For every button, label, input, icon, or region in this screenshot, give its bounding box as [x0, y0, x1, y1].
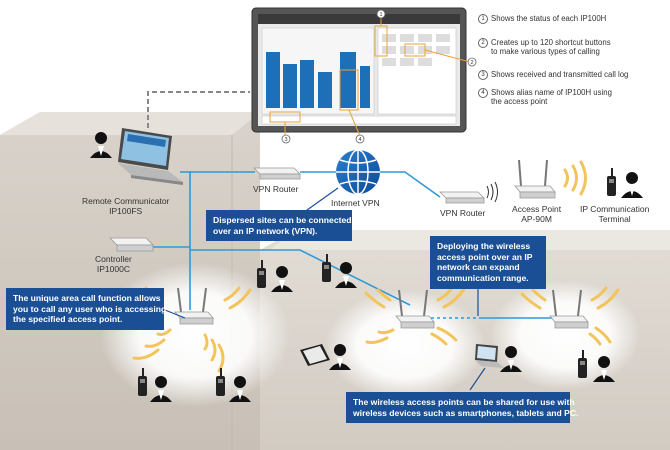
- laptop-icon: [118, 128, 183, 185]
- radio-icon: [138, 368, 147, 396]
- person-icon: [500, 346, 522, 372]
- screen-connector: [147, 91, 250, 128]
- access-point-label: Access Point AP-90M: [512, 204, 562, 225]
- person-icon: [621, 172, 643, 198]
- globe-icon: [336, 149, 380, 195]
- vpn-router-1-label: VPN Router: [253, 184, 299, 194]
- person-icon: [229, 376, 251, 402]
- ip-terminal-label: IP Communication Terminal: [580, 204, 650, 225]
- access-point-icon: [514, 159, 556, 199]
- radio-icon: [257, 260, 266, 288]
- svg-text:1: 1: [379, 12, 382, 18]
- svg-text:2: 2: [470, 60, 473, 66]
- access-point-icon: [549, 289, 589, 329]
- network-lines: [150, 171, 555, 319]
- person-icon: [335, 262, 357, 288]
- radio-icon: [578, 350, 587, 378]
- person-icon: [329, 344, 351, 370]
- callout-shared-access-points: The wireless access points can be shared…: [346, 392, 578, 424]
- radio-icon: [607, 168, 616, 196]
- controller-label: Controller IP1000C: [95, 254, 132, 275]
- screen-marker-2: 2: [467, 57, 477, 67]
- wave-arcs: [563, 160, 587, 196]
- callout-dispersed-sites: Dispersed sites can be connected over an…: [206, 210, 352, 242]
- wave-arcs: [364, 286, 466, 346]
- callout-deploying-access-point: Deploying the wireless access point over…: [430, 236, 546, 289]
- callout-unique-area-call: The unique area call function allows you…: [6, 288, 166, 331]
- radio-icon: [216, 368, 225, 396]
- vpn-router-icon: [439, 191, 485, 204]
- remote-communicator-label: Remote Communicator IP100FS: [82, 196, 170, 217]
- radio-icon: [322, 254, 331, 282]
- access-point-icon: [395, 289, 435, 329]
- wave-arcs: [520, 286, 620, 346]
- svg-text:4: 4: [358, 137, 361, 143]
- vpn-router-2-label: VPN Router: [440, 208, 486, 218]
- link-wave: [486, 181, 498, 203]
- software-screen: [251, 7, 471, 137]
- access-point-icon: [174, 287, 214, 325]
- person-icon: [90, 132, 112, 158]
- tablet-icon: [300, 344, 330, 366]
- svg-text:3: 3: [284, 137, 287, 143]
- vpn-router-icon: [253, 167, 301, 180]
- person-icon: [271, 266, 293, 292]
- internet-vpn-label: Internet VPN: [331, 198, 380, 208]
- laptop-icon: [475, 344, 504, 368]
- controller-icon: [109, 237, 154, 252]
- screen-marker-3: 3: [281, 134, 291, 144]
- person-icon: [593, 356, 615, 382]
- screen-marker-1: 1: [376, 9, 386, 19]
- screen-marker-4: 4: [355, 134, 365, 144]
- person-icon: [150, 376, 172, 402]
